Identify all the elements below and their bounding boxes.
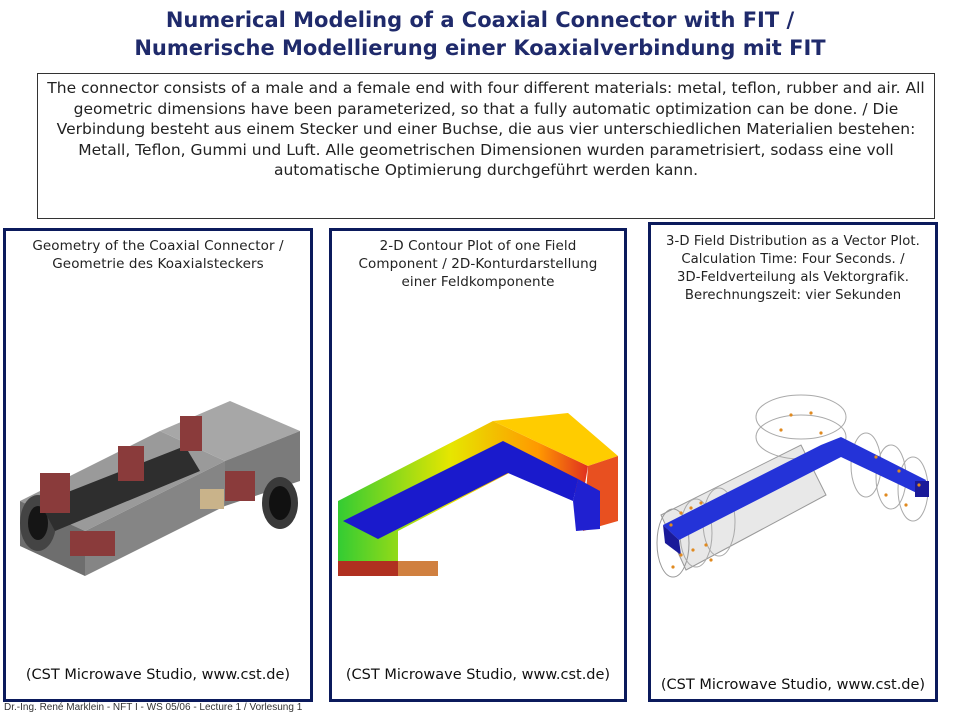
geometry-figure (20, 401, 300, 576)
contour-panel: 2-D Contour Plot of one Field Component … (329, 228, 627, 702)
caption-line: 3-D Field Distribution as a Vector Plot. (666, 234, 920, 249)
geometry-credit: (CST Microwave Studio, www.cst.de) (25, 667, 291, 683)
title-line-english: Numerical Modeling of a Coaxial Connecto… (165, 8, 795, 32)
title-line-german: Numerische Modellierung einer Koaxialver… (134, 36, 826, 60)
vector-caption: 3-D Field Distribution as a Vector Plot.… (651, 233, 935, 305)
slide-title: Numerical Modeling of a Coaxial Connecto… (0, 6, 960, 62)
description-box: The connector consists of a male and a f… (37, 73, 935, 219)
slide-footer: Dr.-Ing. René Marklein - NFT I - WS 05/0… (4, 702, 303, 713)
geometry-panel: Geometry of the Coaxial Connector / Geom… (3, 228, 313, 702)
caption-line: Berechnungszeit: vier Sekunden (684, 288, 902, 303)
vector-credit: (CST Microwave Studio, www.cst.de) (660, 677, 926, 693)
vector-plot-panel: 3-D Field Distribution as a Vector Plot.… (648, 222, 938, 702)
caption-line: einer Feldkomponente (401, 274, 555, 290)
caption-line: Geometry of the Coaxial Connector / (32, 238, 284, 254)
vector-plot-figure (656, 394, 929, 578)
contour-plot-figure (338, 413, 618, 576)
caption-line: 3D-Feldverteilung als Vektorgrafik. (676, 270, 910, 285)
geometry-caption: Geometry of the Coaxial Connector / Geom… (6, 237, 310, 273)
caption-line: 2-D Contour Plot of one Field (379, 238, 577, 254)
caption-line: Calculation Time: Four Seconds. / (681, 252, 905, 267)
caption-line: Geometrie des Koaxialsteckers (52, 256, 264, 272)
caption-line: Component / 2D-Konturdarstellung (358, 256, 598, 272)
contour-caption: 2-D Contour Plot of one Field Component … (332, 237, 624, 291)
contour-credit: (CST Microwave Studio, www.cst.de) (345, 667, 611, 683)
